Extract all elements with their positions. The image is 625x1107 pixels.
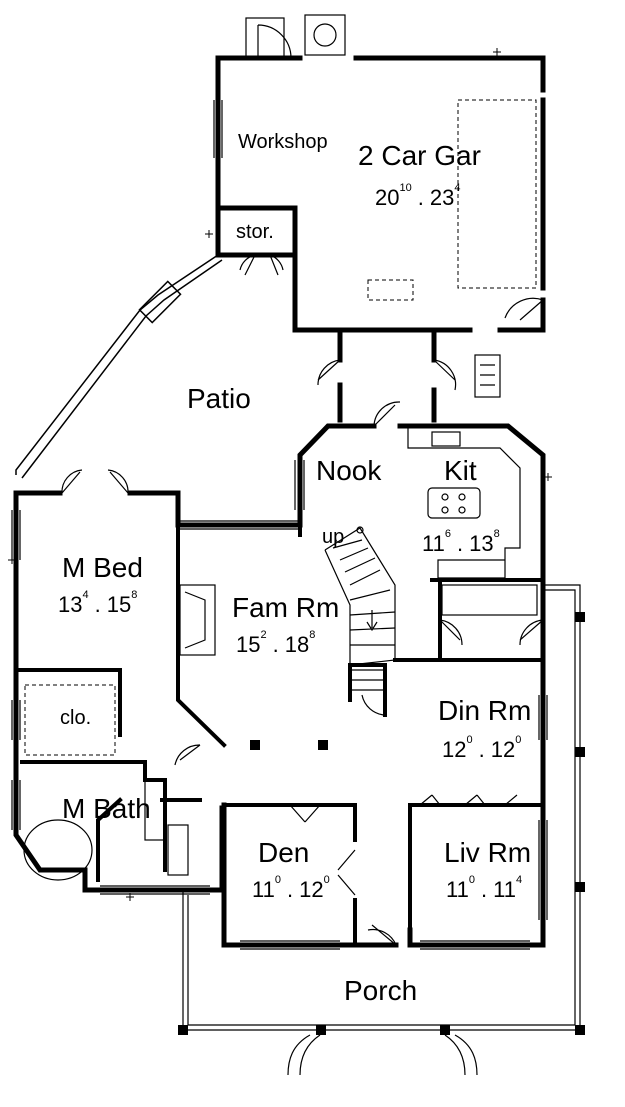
porch-label: Porch [344,975,417,1006]
fireplace [179,584,216,656]
water-heater [304,14,346,56]
storage-label: stor. [236,221,274,243]
kitchen-dimensions: 116.138 [422,528,500,556]
nook-label: Nook [316,455,382,486]
patio-label: Patio [187,383,251,414]
porch-steps-right [444,1034,478,1076]
breezeway-walls [337,327,437,423]
living-room-dimensions: 110.114 [446,874,522,902]
dining-room-dimensions: 120.120 [442,734,521,762]
den-label: Den [258,837,309,868]
workshop-label: Workshop [238,131,328,153]
master-bed-dimensions: 134.158 [58,589,137,617]
kitchen-counter [407,428,521,579]
porch-outline [182,584,581,1076]
bathtub [23,819,93,881]
toilet [167,824,189,876]
patio-wall [15,254,223,479]
kitchen-island [427,487,481,519]
den-dimensions: 110.120 [252,874,330,902]
staircase [324,526,396,691]
laundry-counter [441,584,538,616]
vanity [144,779,166,841]
family-room-dimensions: 152.188 [236,629,315,657]
doors [61,24,544,946]
master-suite-walls [14,523,227,882]
kitchen-sink [431,431,461,447]
stairs-up-label: up [322,526,344,548]
porch-steps-left [287,1034,321,1076]
windows [11,100,548,950]
garage-dimensions: 2010.234 [375,182,460,210]
room-labels: Workshop 2 Car Gar 2010.234 stor. Patio … [58,131,531,1006]
markers [8,48,552,901]
kitchen-label: Kit [444,455,477,486]
fixtures [23,14,538,881]
living-room-label: Liv Rm [444,837,531,868]
family-room-label: Fam Rm [232,592,339,623]
master-bath-label: M Bath [62,793,151,824]
columns [178,612,585,1035]
closet-label: clo. [60,707,91,729]
master-bed-label: M Bed [62,552,143,583]
garage-label: 2 Car Gar [358,140,481,171]
garage-door-outline [24,99,537,756]
den-walls [222,803,545,947]
dining-room-label: Din Rm [438,695,531,726]
